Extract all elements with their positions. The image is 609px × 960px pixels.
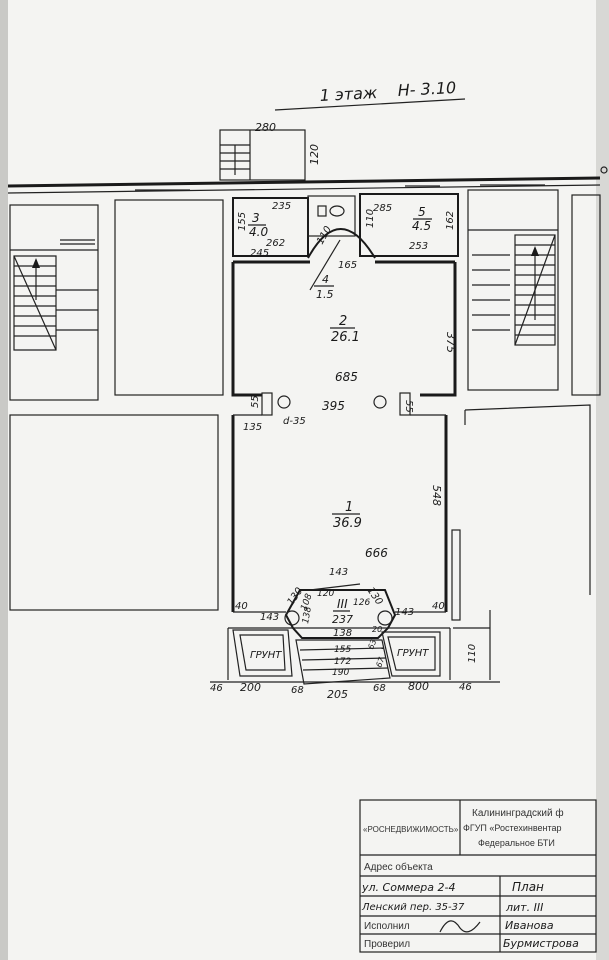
dim-r3-side: 155 xyxy=(237,212,248,231)
dim-pier-right: 55 xyxy=(403,400,414,413)
dim-r3-inner: 262 xyxy=(266,238,285,249)
title-stamp: «РОСНЕДВИЖИМОСТЬ» Калининградский ф ФГУП… xyxy=(359,799,597,953)
dim-right-110: 110 xyxy=(467,644,478,663)
dim-vest-a: 120 xyxy=(317,589,334,599)
ground-right-label: ГРУНТ xyxy=(397,648,429,659)
small-rooms: 3 4.0 235 155 262 245 110 285 5 4.5 110 … xyxy=(232,193,459,259)
dim-r3-bottom: 245 xyxy=(250,248,269,259)
stamp-org-right-2: ФГУП «Ростехинвентар xyxy=(463,823,562,833)
ground-pits: ГРУНТ ГРУНТ xyxy=(227,610,491,680)
dim-vest-f: 138 xyxy=(333,628,352,639)
dim-vest-top: 143 xyxy=(329,567,348,578)
stairwell-right xyxy=(467,189,601,396)
dim-bottom-800: 800 xyxy=(408,680,429,693)
stamp-org-right-3: Федеральное БТИ xyxy=(478,838,555,848)
entry-stair: 280 120 xyxy=(219,121,321,181)
signature-mark xyxy=(439,920,481,933)
dim-side-143-right: 143 xyxy=(395,607,414,618)
stamp-address-label: Адрес объекта xyxy=(364,861,433,873)
room-5-area: 4.5 xyxy=(412,219,431,233)
ground-left-label: ГРУНТ xyxy=(250,650,282,661)
dim-r3-top: 235 xyxy=(272,201,291,212)
stamp-check-label: Проверил xyxy=(364,939,410,950)
stamp-plan-label: План xyxy=(512,880,544,894)
dim-bottom-68-left: 68 xyxy=(291,685,304,696)
porch-area: 237 xyxy=(332,613,353,626)
heading-underline xyxy=(274,98,466,111)
dim-bottom-68-right: 68 xyxy=(373,683,386,694)
stamp-lit-label: лит. III xyxy=(505,901,543,914)
dim-bottom-46-right: 46 xyxy=(459,682,472,693)
dim-r1-side: 548 xyxy=(430,485,443,506)
column-left-icon xyxy=(277,395,291,409)
dim-side-20: 20 xyxy=(372,625,382,634)
dim-r5-bottom: 253 xyxy=(409,241,428,252)
dim-vest-c: 126 xyxy=(353,598,370,608)
dim-r2-width: 685 xyxy=(335,370,358,384)
porch-side-dims: 40 143 143 40 110 xyxy=(235,601,478,663)
dim-bottom-205: 205 xyxy=(327,688,348,701)
room-5-number: 5 xyxy=(418,205,426,219)
dim-vest-g: 155 xyxy=(334,645,351,655)
dim-vest-i: 190 xyxy=(332,668,349,678)
page-edge-right xyxy=(596,0,609,960)
bottom-dimensions: 46 200 68 205 68 800 46 xyxy=(210,680,500,701)
room-2-number: 2 xyxy=(339,314,347,329)
floor-title: 1 этаж xyxy=(319,83,378,105)
stamp-name-1: Иванова xyxy=(505,919,554,932)
dim-r5-top: 285 xyxy=(373,203,392,214)
stamp-name-2: Бурмистрова xyxy=(503,937,579,950)
dim-bottom-46-left: 46 xyxy=(210,683,223,694)
stairwell-left xyxy=(9,204,99,401)
dim-stair-depth: 120 xyxy=(308,144,321,165)
dim-side-40-left: 40 xyxy=(235,601,248,612)
dim-side-40-right: 40 xyxy=(432,601,445,612)
column-diameter: d-35 xyxy=(283,416,306,427)
dim-vest-d: 138 xyxy=(301,606,314,625)
dim-r1-width: 666 xyxy=(365,546,388,560)
dim-r4-arc: 165 xyxy=(338,260,357,271)
stamp-address-1: ул. Соммера 2-4 xyxy=(361,881,456,894)
floor-height: Н- 3.10 xyxy=(397,78,456,100)
stamp-org-right-1: Калининградский ф xyxy=(472,807,564,819)
porch: 143 130 130 120 108 126 138 III 237 138 … xyxy=(233,567,446,685)
room-1-area: 36.9 xyxy=(333,516,362,531)
dim-r5-left: 110 xyxy=(365,209,376,228)
stamp-address-2: Ленский пер. 35-37 xyxy=(361,902,465,913)
page-edge-left xyxy=(0,0,8,960)
porch-label: III xyxy=(337,597,348,611)
dim-wall-left: 135 xyxy=(243,422,262,433)
dim-r2-side: 375 xyxy=(444,332,457,353)
dim-step-67: 67 xyxy=(374,655,386,668)
dim-opening: 395 xyxy=(322,399,345,413)
room-4-id: 4 xyxy=(322,273,329,286)
room-1-number: 1 xyxy=(345,500,353,515)
dim-pier-left: 55 xyxy=(250,395,261,408)
main-hall: 2 26.1 685 375 55 55 d-35 395 135 1 36.9… xyxy=(231,260,457,612)
room-3-number: 3 xyxy=(252,211,260,225)
lower-walls xyxy=(9,404,591,621)
dim-side-143-left: 143 xyxy=(260,612,279,623)
dim-vest-h: 172 xyxy=(334,657,351,667)
stamp-org-left: «РОСНЕДВИЖИМОСТЬ» xyxy=(363,825,459,834)
room-4-arch: 165 4 1.5 xyxy=(307,228,376,301)
dim-step-63: 63 xyxy=(366,638,378,651)
dim-bottom-200: 200 xyxy=(240,681,261,694)
column-right-icon xyxy=(373,395,387,409)
room-2-area: 26.1 xyxy=(331,330,360,345)
room-4-area: 1.5 xyxy=(316,288,334,301)
dim-r5-right: 162 xyxy=(445,211,456,230)
stamp-exec-label: Исполнил xyxy=(364,921,410,932)
plan-heading: 1 этаж Н- 3.10 xyxy=(274,78,466,111)
room-left-block xyxy=(114,199,224,396)
exterior-wall xyxy=(7,166,608,194)
room-3-area: 4.0 xyxy=(249,225,268,239)
dim-stair-width: 280 xyxy=(255,121,276,134)
